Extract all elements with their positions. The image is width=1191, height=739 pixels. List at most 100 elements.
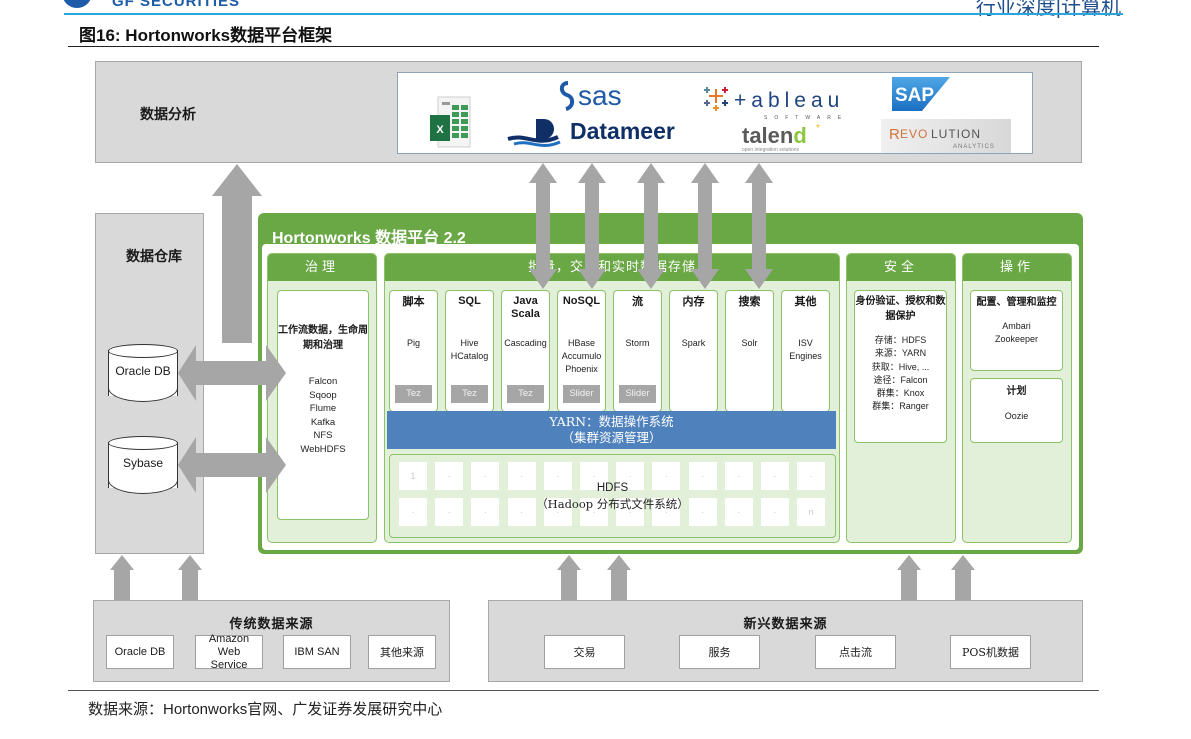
- database-label: Sybase: [122, 456, 164, 470]
- svg-text:LUTION: LUTION: [931, 127, 981, 141]
- engine-title: 搜索: [738, 295, 761, 308]
- engine-tag: Slider: [563, 385, 600, 403]
- hdfs-node: ·: [688, 462, 717, 490]
- governance-header: 治理: [268, 254, 376, 281]
- engine-item: ISV: [798, 338, 813, 348]
- hdfs-node: 1: [399, 462, 427, 490]
- title-rule: [68, 46, 1099, 47]
- svg-text:EVO: EVO: [900, 127, 928, 141]
- engine-title: 流: [632, 295, 643, 308]
- hdfs-node: ·: [580, 498, 608, 526]
- analytics-logo-strip: X sas Datameer +ableau: [397, 72, 1033, 154]
- double-arrow-icon: [578, 163, 606, 289]
- hdfs-node: ·: [797, 462, 826, 490]
- up-arrow-icon: [212, 164, 262, 343]
- svg-text:*: *: [816, 123, 820, 134]
- hdfs-node: ·: [543, 462, 572, 490]
- svg-text:open integration solutions: open integration solutions: [742, 147, 799, 153]
- up-arrow-icon: [607, 555, 631, 600]
- engine-item: Spark: [681, 338, 706, 348]
- double-arrow-icon: [178, 437, 286, 493]
- operations-card-title: 配置、管理和监控: [976, 297, 1057, 308]
- engine-item: Hive: [460, 338, 479, 348]
- hdfs-node: ·: [652, 462, 681, 490]
- security-item: 来源：YARN: [874, 348, 927, 359]
- hdfs-node: n: [797, 498, 826, 526]
- engine-item: HBase: [567, 338, 595, 348]
- hdfs-node: ·: [507, 498, 536, 526]
- source-box: 服务: [679, 635, 760, 669]
- sap-icon: SAP: [892, 77, 952, 111]
- legacy-sources-title: 传统数据来源: [229, 617, 314, 632]
- engine-title: 内存: [682, 295, 705, 308]
- security-item: 群集：Knox: [876, 388, 925, 399]
- governance-card-title: 工作流数据，生命周期和治理: [278, 325, 368, 351]
- tableau-icon: +ableau SOFTWARE: [702, 83, 862, 123]
- database-label: Oracle DB: [115, 364, 171, 378]
- governance-item: NFS: [313, 430, 333, 441]
- hdfs-title: HDFS: [596, 482, 629, 494]
- up-arrow-icon: [178, 555, 202, 600]
- hdfs-node: ·: [435, 462, 464, 490]
- source-box: Amazon Web Service: [195, 633, 263, 671]
- double-arrow-icon: [745, 163, 773, 289]
- engine-title: NoSQL: [562, 295, 601, 307]
- governance-item: Flume: [309, 403, 337, 414]
- sybase-cylinder-icon: Sybase: [108, 436, 178, 494]
- hdfs-node: ·: [507, 462, 536, 490]
- engine-title: Java Scala: [511, 295, 540, 320]
- up-arrow-icon: [557, 555, 581, 600]
- hdfs-node: ·: [761, 498, 789, 526]
- hdfs-node: ·: [724, 498, 753, 526]
- gf-securities-logo-icon: [62, 0, 92, 8]
- security-item: 群集：Ranger: [872, 401, 929, 412]
- emerging-sources-panel: 新兴数据来源 交易 服务 点击流 POS机数据: [488, 600, 1083, 682]
- up-arrow-icon: [897, 555, 921, 600]
- schedule-item: Oozie: [1004, 411, 1029, 421]
- engine-tag: Tez: [451, 385, 488, 403]
- hdfs-node: ·: [471, 498, 500, 526]
- svg-text:talend: talend: [742, 123, 807, 148]
- platform-title: Hortonworks 数据平台 2.2: [272, 230, 466, 247]
- hdfs-node: ·: [761, 462, 789, 490]
- hdfs-node: ·: [652, 498, 681, 526]
- figure-title: 图16: Hortonworks数据平台框架: [79, 26, 333, 45]
- source-box: POS机数据: [950, 635, 1031, 669]
- revolution-analytics-icon: R EVO LUTION ANALYTICS: [881, 119, 1011, 153]
- up-arrow-icon: [110, 555, 134, 600]
- operations-item: Zookeeper: [994, 334, 1039, 344]
- svg-text:Datameer: Datameer: [570, 118, 675, 144]
- source-box: 其他来源: [368, 635, 436, 669]
- hdfs-node: ·: [724, 462, 753, 490]
- yarn-title: YARN：数据操作系统: [549, 414, 674, 429]
- operations-header: 操作: [963, 254, 1071, 281]
- security-item: 获取：Hive, ...: [871, 361, 930, 372]
- excel-icon: X: [428, 95, 474, 151]
- engine-column: 内存 Spark: [669, 290, 718, 412]
- svg-text:ANALYTICS: ANALYTICS: [953, 144, 995, 150]
- data-analysis-label: 数据分析: [140, 107, 196, 123]
- security-card: 身份验证、授权和数据保护 存储：HDFS 来源：YARN 获取：Hive, ..…: [854, 290, 947, 443]
- svg-text:SAP: SAP: [895, 85, 934, 106]
- double-arrow-icon: [637, 163, 665, 289]
- yarn-subtitle: （集群资源管理）: [561, 430, 662, 445]
- operations-schedule-card: 计划 Oozie: [970, 378, 1063, 443]
- engine-title: 其他: [794, 295, 817, 308]
- engine-title: 脚本: [402, 295, 425, 308]
- engine-item: Pig: [406, 338, 420, 348]
- talend-icon: talend * open integration solutions: [740, 121, 830, 153]
- governance-item: Sqoop: [309, 389, 337, 401]
- svg-text:sas: sas: [578, 80, 622, 111]
- svg-text:R: R: [889, 126, 900, 143]
- engine-tag: Tez: [395, 385, 432, 403]
- source-box: 交易: [544, 635, 625, 669]
- engine-item: Phoenix: [565, 364, 598, 374]
- yarn-bar: YARN：数据操作系统 （集群资源管理）: [387, 411, 836, 449]
- up-arrow-icon: [951, 555, 975, 600]
- hdfs-label: HDFS （Hadoop 分布式文件系统）: [389, 480, 836, 512]
- brand-name: GF SECURITIES: [112, 0, 241, 10]
- hdfs-node: ·: [471, 462, 500, 490]
- hdfs-subtitle: （Hadoop 分布式文件系统）: [536, 497, 689, 511]
